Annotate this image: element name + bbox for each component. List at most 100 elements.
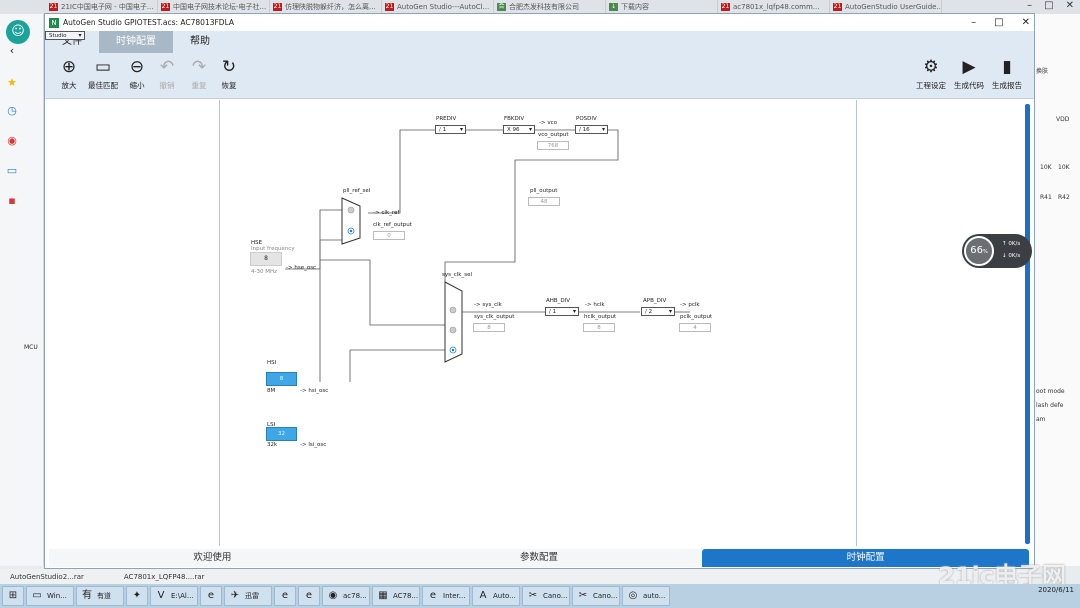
bg-text: lash defe xyxy=(1036,402,1064,409)
star-icon[interactable]: ★ xyxy=(7,76,17,89)
maximize-icon[interactable]: □ xyxy=(1044,0,1054,11)
taskbar-item-label: E:\Al... xyxy=(171,592,194,600)
vertical-scrollbar[interactable] xyxy=(1025,104,1030,544)
close-icon[interactable]: ✕ xyxy=(1065,0,1074,11)
browser-tab[interactable]: 合合肥杰发科技有限公司 xyxy=(494,0,606,14)
history-icon[interactable]: ◷ xyxy=(7,104,17,117)
tab-welcome[interactable]: 欢迎使用 xyxy=(49,549,376,567)
taskbar-item[interactable]: ✂Cano... xyxy=(572,586,620,606)
restore-label: 恢复 xyxy=(221,81,237,90)
taskbar-item[interactable]: ◎auto... xyxy=(622,586,670,606)
hsi-label: HSI xyxy=(267,360,277,366)
taskbar-item[interactable]: ▭Win... xyxy=(26,586,74,606)
download-item[interactable]: AutoGenStudio2...rar xyxy=(10,572,84,581)
system-clock[interactable]: 2020/6/11 xyxy=(1038,586,1074,594)
office-icon[interactable]: ▪ xyxy=(8,194,16,207)
minimize-icon[interactable]: – xyxy=(971,17,977,28)
bg-text: am xyxy=(1036,416,1046,423)
posdiv-select[interactable]: / 16 xyxy=(575,125,608,134)
project-settings-label: 工程设定 xyxy=(916,81,946,90)
generate-code-button[interactable]: ▶生成代码 xyxy=(953,57,985,91)
browser-window-controls: – □ ✕ xyxy=(1027,0,1080,14)
ahb-div-label: AHB_DIV xyxy=(546,298,571,304)
fbkdiv-select[interactable]: X 96 xyxy=(503,125,535,134)
taskbar-item[interactable]: e xyxy=(274,586,296,606)
tab-clock-config[interactable]: 时钟配置 xyxy=(702,549,1030,567)
download-item[interactable]: AC7801x_LQFP48....rar xyxy=(123,572,205,581)
menu-help[interactable]: 帮助 xyxy=(190,36,210,47)
minimize-icon[interactable]: – xyxy=(1027,0,1033,11)
hsi-oscillator-block[interactable]: 8 xyxy=(266,372,297,386)
taskbar-app-icon: ✂ xyxy=(578,590,588,601)
restore-button[interactable]: ↻恢复 xyxy=(213,57,245,91)
taskbar-item[interactable]: ◉ac78... xyxy=(322,586,370,606)
browser-tab-label: 21IC中国电子网 - 中国电子... xyxy=(61,3,154,11)
window-icon[interactable]: ▭ xyxy=(6,164,18,177)
lsi-oscillator-block[interactable]: 32 xyxy=(266,427,297,441)
left-fragment: MCU xyxy=(24,344,38,351)
avatar[interactable]: ☺ xyxy=(6,20,30,44)
taskbar-item[interactable]: ⊞ xyxy=(2,586,24,606)
taskbar-item[interactable]: ▦AC78... xyxy=(372,586,420,606)
close-icon[interactable]: ✕ xyxy=(1021,17,1030,28)
taskbar-item[interactable]: ✦ xyxy=(126,586,148,606)
hsi-freq-label: 8M xyxy=(267,388,276,394)
browser-tab[interactable]: ↓下载内容 xyxy=(606,0,718,14)
tab-parameter-config[interactable]: 参数配置 xyxy=(375,549,703,567)
taskbar-item-label: ac78... xyxy=(343,592,367,600)
lsi-freq-label: 32k xyxy=(267,442,278,448)
undo-button[interactable]: ↶撤销 xyxy=(151,57,183,91)
zoom-out-button[interactable]: ⊖缩小 xyxy=(121,57,153,91)
maximize-icon[interactable]: □ xyxy=(994,17,1004,28)
vco-output-value: 768 xyxy=(537,141,569,150)
redo-button[interactable]: ↷重复 xyxy=(183,57,215,91)
tab-favicon-icon: 21 xyxy=(273,3,282,11)
taskbar-app-icon: ▭ xyxy=(32,590,42,601)
clock-diagram-canvas[interactable]: PREDIV / 1 FBKDIV X 96 -> vco vco_output… xyxy=(219,100,857,546)
zoom-in-button[interactable]: ⊕放大 xyxy=(53,57,85,91)
fit-button[interactable]: ▭最佳匹配 xyxy=(87,57,119,91)
sys-clk-output-value: 8 xyxy=(473,323,505,332)
undo-label: 撤销 xyxy=(159,81,175,90)
ahb-div-select[interactable]: / 1 xyxy=(545,307,579,316)
taskbar-item[interactable]: e xyxy=(298,586,320,606)
apb-div-label: APB_DIV xyxy=(643,298,667,304)
menu-clock-config[interactable]: 时钟配置 xyxy=(99,31,173,53)
apb-div-select[interactable]: / 2 xyxy=(641,307,675,316)
taskbar-app-icon: e xyxy=(305,590,313,601)
sys-clk-output-label: sys_clk_output xyxy=(474,314,515,320)
menu-studio[interactable]: Studio xyxy=(45,31,85,40)
clock-wires xyxy=(285,129,690,382)
upload-speed: 0K/s xyxy=(1008,241,1021,247)
menu-file[interactable]: 文件 xyxy=(62,36,82,47)
cpu-usage-value: 66 xyxy=(970,245,983,256)
hse-frequency-input[interactable]: 8 xyxy=(250,252,282,266)
fit-label: 最佳匹配 xyxy=(88,81,118,90)
taskbar-app-icon: e xyxy=(429,590,437,601)
taskbar-item[interactable]: ✈迅雷 xyxy=(224,586,272,606)
taskbar-app-icon: ✈ xyxy=(230,590,240,601)
back-icon[interactable]: ‹ xyxy=(9,44,15,57)
taskbar-item[interactable]: ✂Cano... xyxy=(522,586,570,606)
taskbar-item-label: AC78... xyxy=(393,592,419,600)
generate-report-button[interactable]: ▮生成报告 xyxy=(991,57,1023,91)
project-settings-button[interactable]: ⚙工程设定 xyxy=(915,57,947,91)
pll-output-label: pll_output xyxy=(530,188,558,194)
bg-text: 10K xyxy=(1058,164,1070,171)
weibo-icon[interactable]: ◉ xyxy=(7,134,17,147)
generate-report-label: 生成报告 xyxy=(992,81,1022,90)
prediv-select[interactable]: / 1 xyxy=(435,125,466,134)
taskbar-item[interactable]: e xyxy=(200,586,222,606)
browser-tab-label: 仿理陕脱物躲纤济，怎么离... xyxy=(285,3,376,11)
taskbar-item[interactable]: 有有道 xyxy=(76,586,124,606)
network-speed-widget[interactable]: 66% ↑ 0K/s ↓ 0K/s xyxy=(962,234,1032,268)
